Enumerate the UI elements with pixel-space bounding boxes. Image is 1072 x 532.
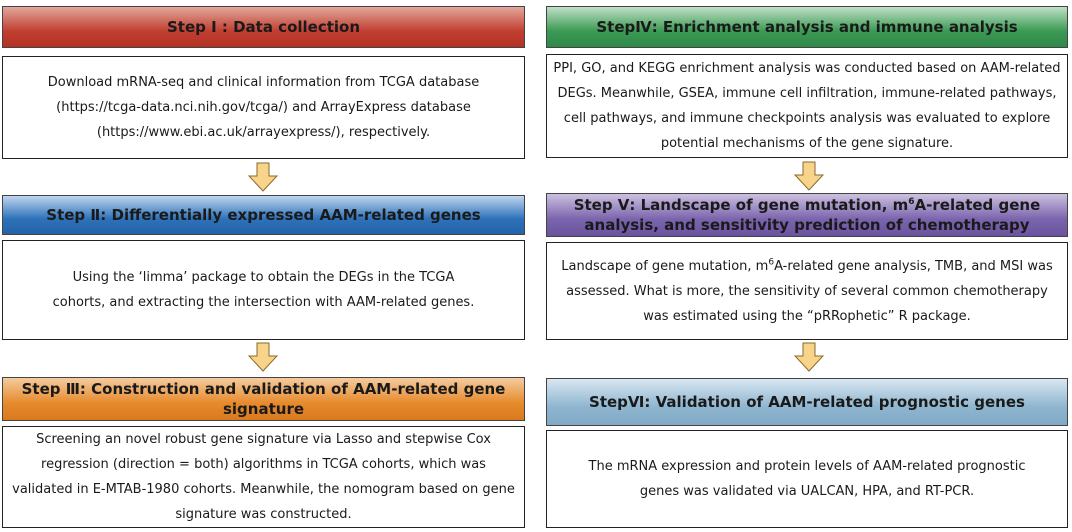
step-5-box: Landscape of gene mutation, m6A-related … <box>546 242 1068 340</box>
arrow-1-to-2 <box>248 162 278 192</box>
step-2-box: Using the ‘limma’ package to obtain the … <box>2 240 525 340</box>
step-3-box: Screening an novel robust gene signature… <box>2 426 525 528</box>
step-5-text: Landscape of gene mutation, m6A-related … <box>561 257 1053 324</box>
step-4-title: StepⅣ: Enrichment analysis and immune an… <box>596 18 1018 36</box>
step-3-title: Step Ⅲ: Construction and validation of A… <box>21 380 506 418</box>
step-2-title: Step Ⅱ: Differentially expressed AAM-rel… <box>46 206 481 224</box>
step-4-text: PPI, GO, and KEGG enrichment analysis wa… <box>553 61 1061 151</box>
step-4-box: PPI, GO, and KEGG enrichment analysis wa… <box>546 54 1068 158</box>
step-1-title: Step Ⅰ : Data collection <box>166 18 361 36</box>
step-5-header: Step Ⅴ: Landscape of gene mutation, m6A-… <box>546 193 1068 237</box>
step-6-title: StepⅥ: Validation of AAM-related prognos… <box>589 393 1025 411</box>
arrow-4-to-5 <box>794 161 824 191</box>
step-4-header: StepⅣ: Enrichment analysis and immune an… <box>546 6 1068 48</box>
arrow-2-to-3 <box>248 342 278 372</box>
step-5-title: Step Ⅴ: Landscape of gene mutation, m6A-… <box>573 196 1041 234</box>
step-2-text: Using the ‘limma’ package to obtain the … <box>52 270 475 310</box>
step-1-box: Download mRNA-seq and clinical informati… <box>2 56 525 159</box>
step-6-box: The mRNA expression and protein levels o… <box>546 430 1068 528</box>
step-3-text: Screening an novel robust gene signature… <box>12 432 515 522</box>
step-6-text: The mRNA expression and protein levels o… <box>588 459 1026 499</box>
step-6-header: StepⅥ: Validation of AAM-related prognos… <box>546 378 1068 426</box>
step-1-text: Download mRNA-seq and clinical informati… <box>47 75 480 140</box>
arrow-5-to-6 <box>794 342 824 372</box>
step-1-header: Step Ⅰ : Data collection <box>2 6 525 48</box>
step-3-header: Step Ⅲ: Construction and validation of A… <box>2 377 525 421</box>
step-2-header: Step Ⅱ: Differentially expressed AAM-rel… <box>2 195 525 235</box>
